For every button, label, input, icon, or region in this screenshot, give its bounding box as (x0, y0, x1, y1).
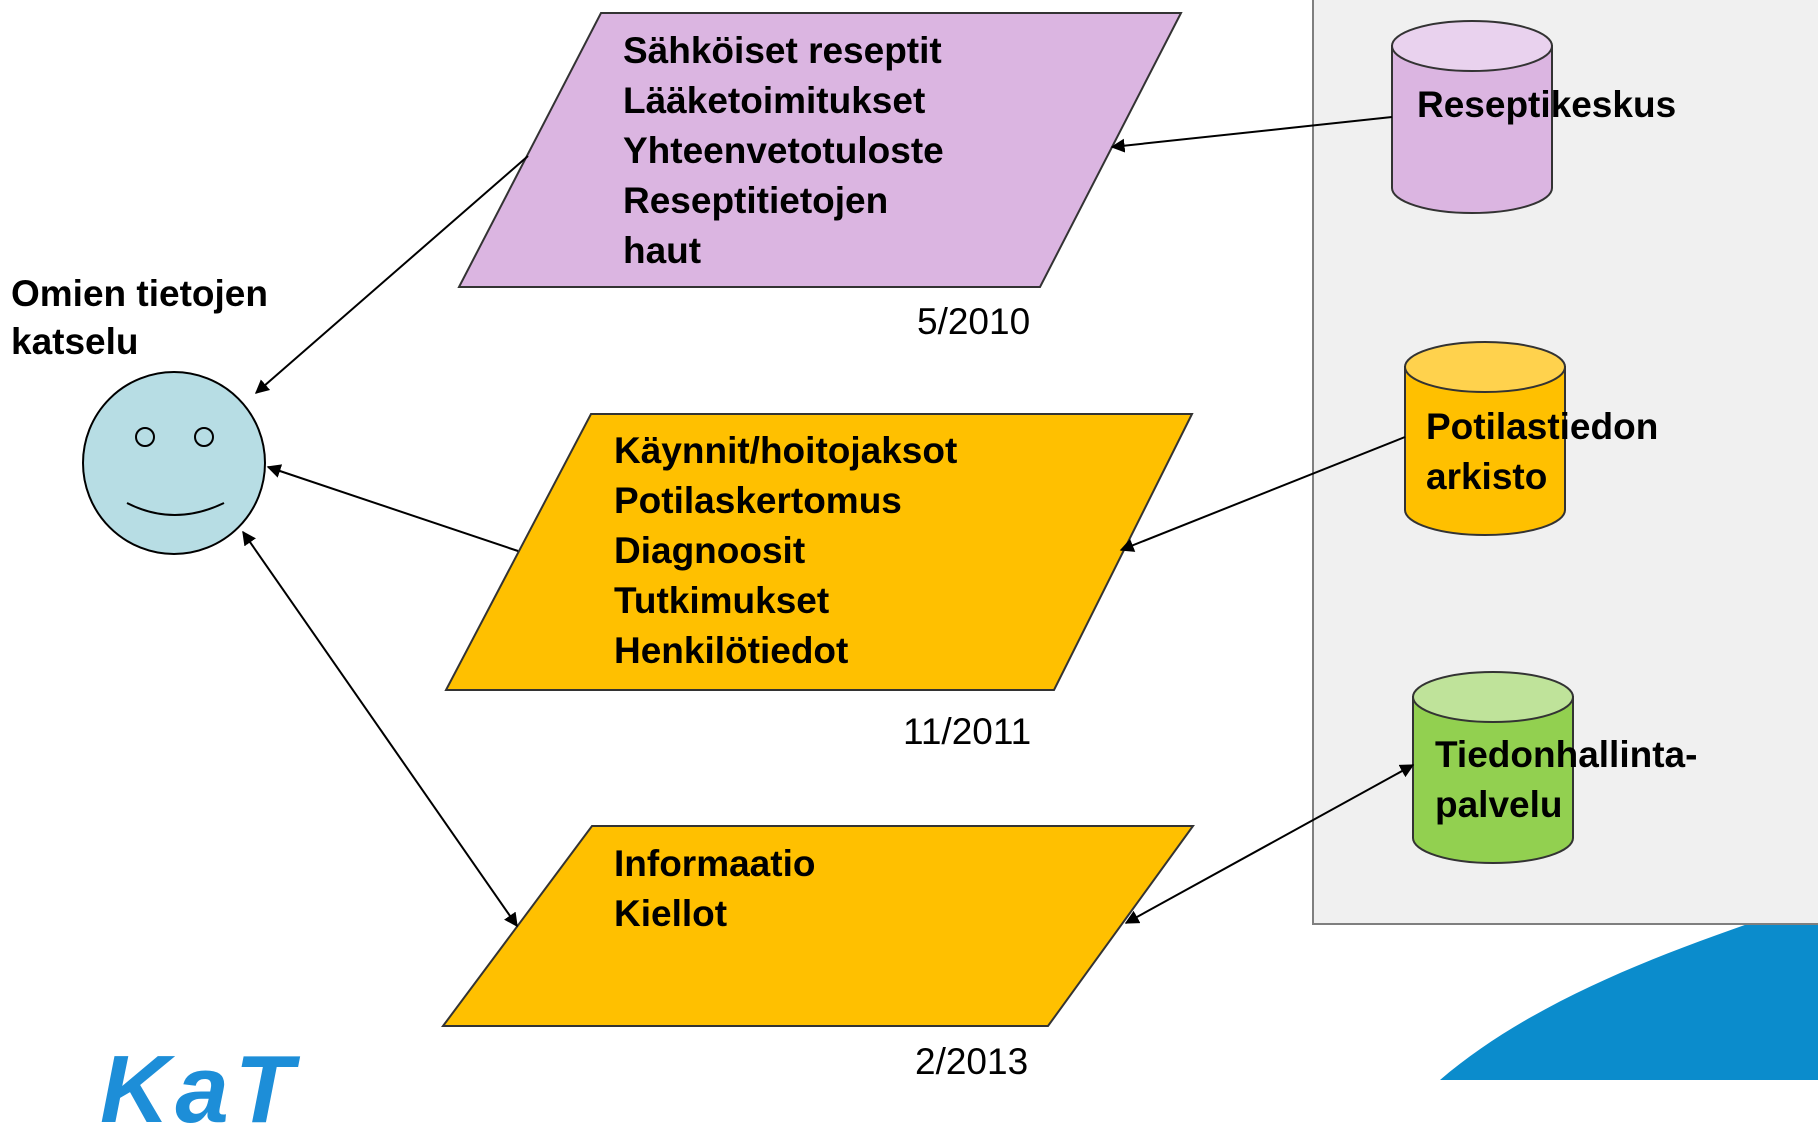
service-text-prescriptions: Sähköiset reseptit Lääketoimitukset Yhte… (623, 30, 944, 271)
database-label-reseptikeskus: Reseptikeskus (1417, 84, 1677, 125)
service-date-prescriptions: 5/2010 (917, 301, 1031, 342)
database-cylinder-reseptikeskus (1391, 20, 1553, 214)
user-smiley-icon (82, 371, 266, 555)
database-label-potilastiedon-arkisto: Potilastiedon arkisto (1426, 406, 1659, 497)
decorative-swoosh (1440, 900, 1818, 1080)
diagram-canvas (82, 0, 1818, 1080)
kanta-logo: KaT (100, 1036, 300, 1143)
service-date-consent: 2/2013 (915, 1041, 1029, 1082)
arrow-patient-records-to-user (266, 464, 519, 552)
user-label: Omien tietojen katselu (11, 273, 268, 362)
database-label-tiedonhallintapalvelu: Tiedonhallinta- palvelu (1435, 734, 1698, 825)
arrow-reseptikeskus-to-prescriptions (1110, 116, 1393, 153)
service-date-patient-records: 11/2011 (903, 711, 1032, 752)
arrow-consent-tiedonhallinta-bidirectional (1124, 764, 1415, 924)
arrow-prescriptions-to-user (254, 155, 529, 394)
arrow-user-consent-bidirectional (242, 530, 518, 928)
service-parallelogram-consent (441, 825, 1195, 1027)
service-text-patient-records: Käynnit/hoitojaksot Potilaskertomus Diag… (614, 430, 958, 671)
service-text-consent: Informaatio Kiellot (614, 843, 816, 934)
service-parallelogram-prescriptions (457, 12, 1183, 288)
database-cylinder-tiedonhallintapalvelu (1412, 671, 1574, 864)
database-cylinder-potilastiedon-arkisto (1404, 341, 1566, 536)
arrow-archive-to-patient-records (1119, 436, 1406, 552)
